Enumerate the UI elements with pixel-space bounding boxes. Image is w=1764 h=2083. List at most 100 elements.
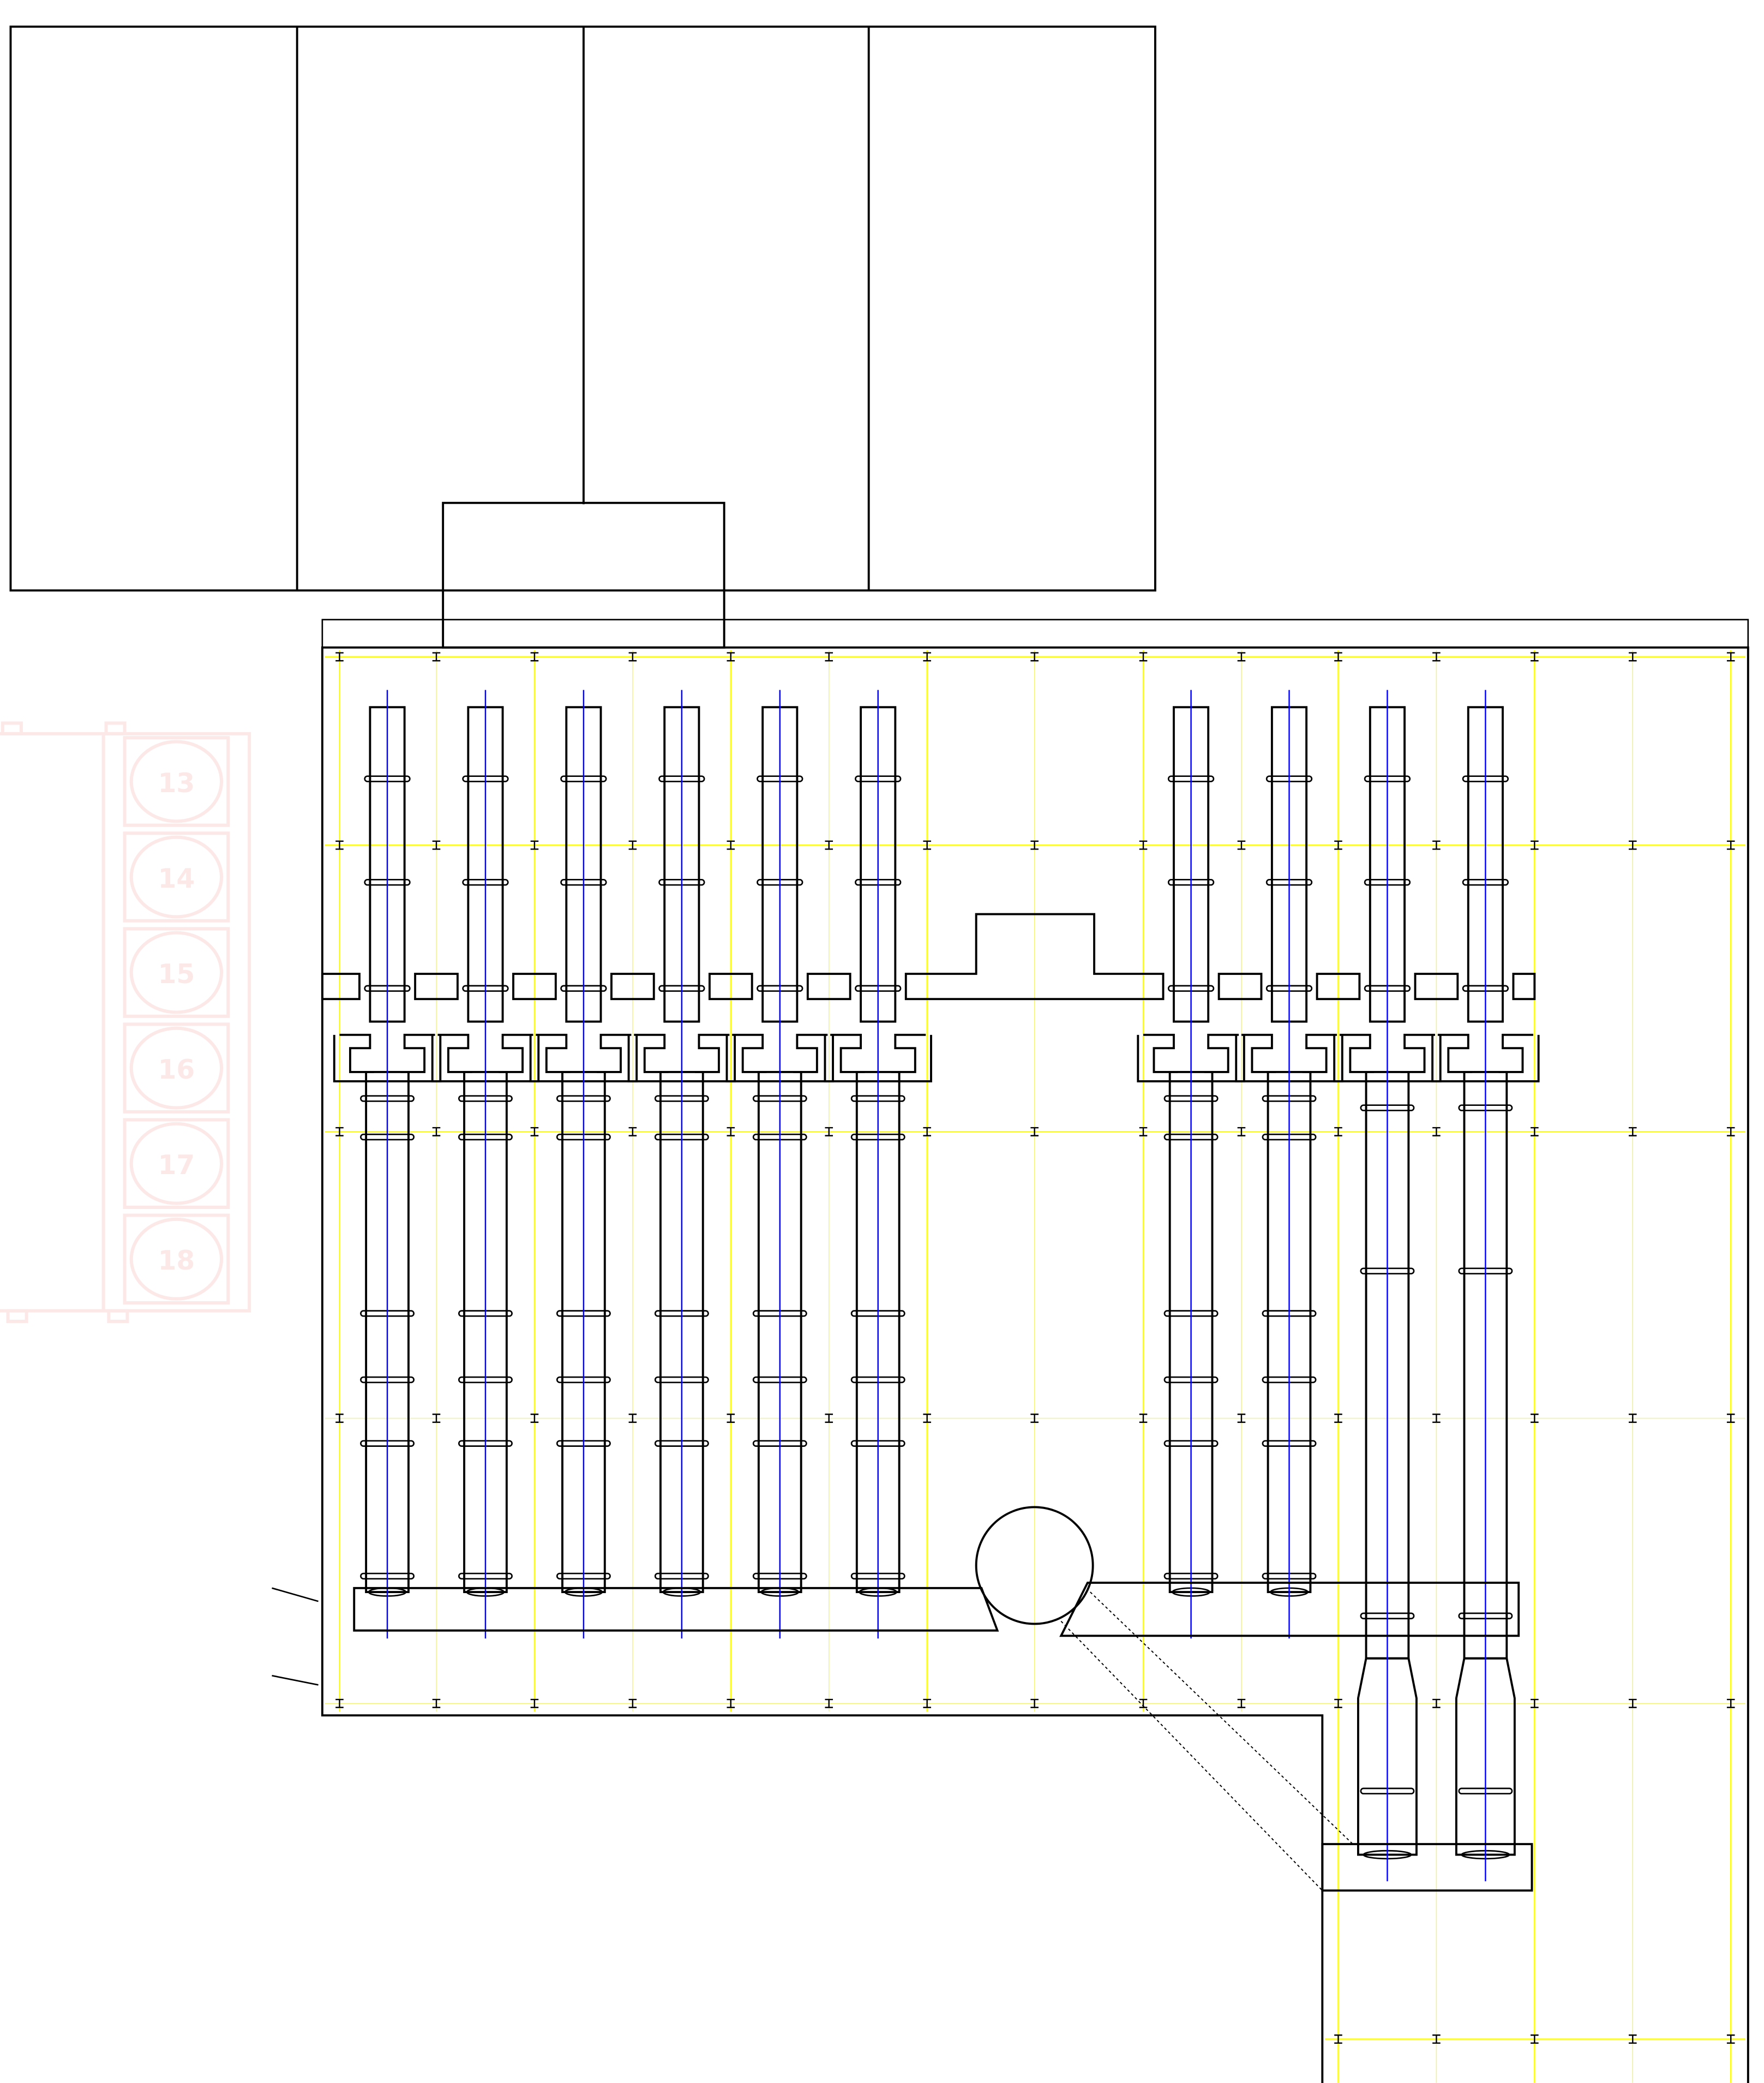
grid-marker bbox=[432, 652, 441, 662]
pipe-column bbox=[1235, 690, 1343, 1639]
grid-marker bbox=[628, 1127, 637, 1136]
grid-marker bbox=[923, 840, 931, 850]
grid-marker bbox=[1531, 2034, 1539, 2044]
grid-marker bbox=[1030, 1698, 1039, 1708]
watermark-tab bbox=[6, 1309, 28, 1324]
watermark-tab bbox=[1, 721, 23, 735]
grid-marker bbox=[727, 1127, 735, 1136]
pipe-columns bbox=[321, 690, 1540, 1882]
support-block bbox=[512, 973, 557, 1001]
grid-marker bbox=[1628, 2034, 1637, 2044]
watermark-circle bbox=[129, 931, 224, 1014]
support-block bbox=[610, 973, 655, 1001]
grid-marker bbox=[1726, 1414, 1735, 1423]
pipe-column bbox=[1137, 690, 1245, 1639]
watermark-circle bbox=[129, 1026, 224, 1110]
grid-marker bbox=[1432, 1414, 1441, 1423]
grid-marker bbox=[1139, 840, 1148, 850]
grid-marker bbox=[1030, 652, 1039, 662]
watermark-tab bbox=[104, 721, 127, 735]
grid-marker bbox=[727, 1414, 735, 1423]
grid-marker bbox=[923, 1414, 931, 1423]
grid-marker bbox=[1139, 1127, 1148, 1136]
grid-marker bbox=[1628, 840, 1637, 850]
grid-marker bbox=[1628, 652, 1637, 662]
pipe-column bbox=[824, 690, 932, 1639]
grid-marker bbox=[335, 652, 344, 662]
grid-marker bbox=[1531, 1127, 1539, 1136]
watermark-tab bbox=[107, 1309, 129, 1324]
grid-marker bbox=[530, 1414, 539, 1423]
grid-marker bbox=[727, 1698, 735, 1708]
support-block bbox=[708, 973, 753, 1001]
grid-marker bbox=[1726, 652, 1735, 662]
grid-marker bbox=[1726, 2034, 1735, 2044]
grid-marker bbox=[335, 1127, 344, 1136]
grid-marker bbox=[1628, 1698, 1637, 1708]
grid-marker bbox=[628, 840, 637, 850]
collector-and-tank bbox=[353, 1506, 1533, 1892]
grid-marker bbox=[335, 1698, 344, 1708]
grid-marker bbox=[432, 1127, 441, 1136]
reducer-cone bbox=[1357, 1657, 1418, 1856]
grid-marker bbox=[1628, 1414, 1637, 1423]
grid-marker bbox=[1432, 840, 1441, 850]
grid-marker bbox=[1628, 1127, 1637, 1136]
grid-marker bbox=[1726, 840, 1735, 850]
pipe-column bbox=[1333, 690, 1442, 1882]
grid-marker bbox=[628, 652, 637, 662]
grid-marker bbox=[923, 1127, 931, 1136]
grid-marker bbox=[1334, 840, 1342, 850]
support-block bbox=[1414, 973, 1459, 1001]
pipe-column bbox=[1431, 690, 1540, 1882]
grid-marker bbox=[628, 1414, 637, 1423]
support-block bbox=[1512, 973, 1536, 1001]
grid-marker bbox=[1432, 2034, 1441, 2044]
grid-marker bbox=[1334, 652, 1342, 662]
grid-marker bbox=[530, 840, 539, 850]
main-room-outline bbox=[272, 619, 1749, 2083]
grid-marker bbox=[530, 1127, 539, 1136]
grid-marker bbox=[727, 652, 735, 662]
grid-marker bbox=[1334, 2034, 1342, 2044]
grid-marker bbox=[1139, 1414, 1148, 1423]
pipe-column bbox=[431, 690, 540, 1639]
watermark-label: 18 bbox=[158, 1246, 195, 1276]
grid-marker bbox=[1030, 1414, 1039, 1423]
grid-marker bbox=[335, 840, 344, 850]
grid-marker bbox=[1139, 652, 1148, 662]
grid-marker bbox=[530, 652, 539, 662]
watermark-label: 17 bbox=[158, 1150, 195, 1181]
grid-marker bbox=[923, 652, 931, 662]
grid-marker bbox=[1237, 840, 1246, 850]
grid-marker bbox=[1334, 1127, 1342, 1136]
watermark-cell bbox=[123, 736, 230, 827]
grid-marker bbox=[1237, 652, 1246, 662]
grid-marker bbox=[1531, 1698, 1539, 1708]
grid-marker bbox=[432, 1414, 441, 1423]
support-block bbox=[806, 973, 851, 1001]
pipe-column bbox=[333, 690, 442, 1639]
grid-marker bbox=[1531, 1414, 1539, 1423]
grid-marker bbox=[530, 1698, 539, 1708]
grid-marker bbox=[1531, 652, 1539, 662]
grid-marker bbox=[1432, 1127, 1441, 1136]
tank-circle bbox=[975, 1506, 1094, 1625]
pipe-column bbox=[529, 690, 638, 1639]
grid-marker bbox=[923, 1698, 931, 1708]
watermark-cell bbox=[123, 927, 230, 1018]
grid-marker bbox=[1334, 1414, 1342, 1423]
watermark-circle bbox=[129, 835, 224, 919]
watermark-cell bbox=[123, 831, 230, 923]
grid-marker bbox=[432, 1698, 441, 1708]
watermark-label: 15 bbox=[158, 959, 195, 990]
support-block bbox=[1316, 973, 1361, 1001]
grid-marker bbox=[825, 1698, 833, 1708]
grid-marker bbox=[825, 1127, 833, 1136]
watermark-cell bbox=[123, 1213, 230, 1305]
support-block bbox=[321, 973, 361, 1001]
grid-marker bbox=[825, 840, 833, 850]
grid-marker bbox=[1030, 1127, 1039, 1136]
